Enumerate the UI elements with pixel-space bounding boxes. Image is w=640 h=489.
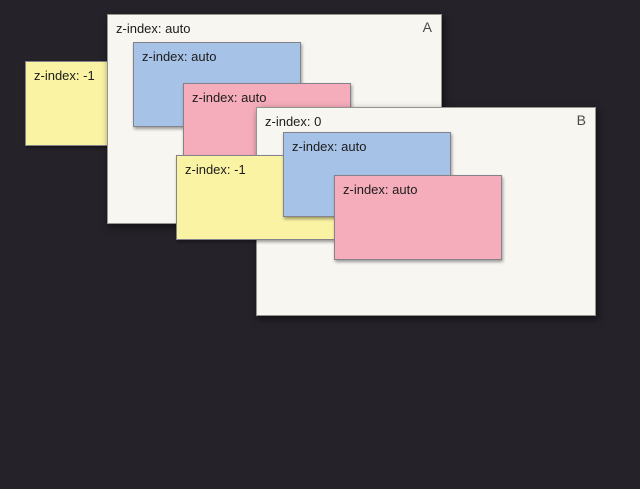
container-a-letter: A <box>422 19 432 35</box>
box-b-child-pink-label: z-index: auto <box>343 182 418 197</box>
container-a-label: z-index: auto <box>116 21 191 36</box>
box-b-child-blue-label: z-index: auto <box>292 139 367 154</box>
box-b-child-yellow-label: z-index: -1 <box>185 162 246 177</box>
container-b-letter: B <box>576 112 586 128</box>
box-a-child-yellow-label: z-index: -1 <box>34 68 95 83</box>
box-a-child-blue-label: z-index: auto <box>142 49 217 64</box>
container-b-label: z-index: 0 <box>265 114 322 129</box>
box-a-child-pink-label: z-index: auto <box>192 90 267 105</box>
box-b-child-pink: z-index: auto <box>334 175 502 260</box>
